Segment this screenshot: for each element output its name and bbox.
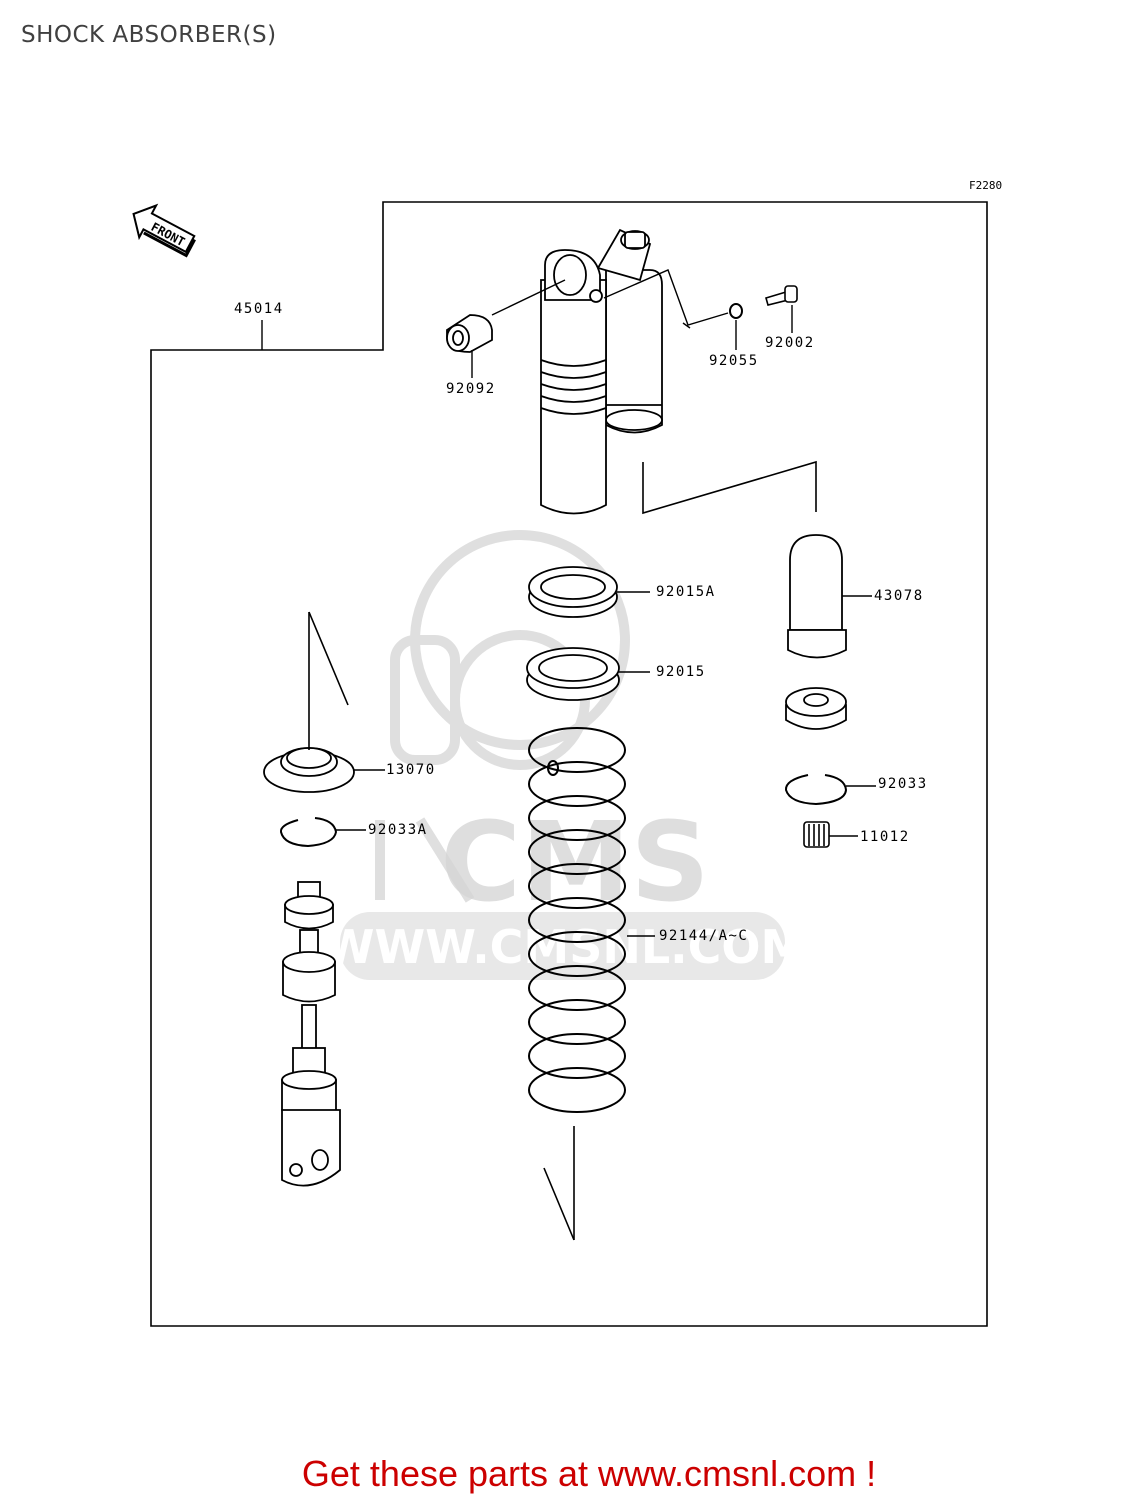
- part-label-circlip-a: 92033A: [368, 822, 428, 838]
- assembly-frame: [150, 201, 988, 1327]
- watermark-text: CMS WWW.CMSNL.COM: [324, 798, 807, 980]
- part-label-spring-seat: 13070: [386, 762, 436, 778]
- svg-text:WWW.CMSNL.COM: WWW.CMSNL.COM: [324, 920, 807, 974]
- figure-code: F2280: [969, 179, 1003, 192]
- spring-seat: [263, 747, 355, 793]
- damper-rod: [281, 881, 341, 1187]
- part-label-bladder: 43078: [874, 588, 924, 604]
- circlip: [784, 774, 848, 806]
- part-label-bushing: 11012: [860, 829, 910, 845]
- part-label-spring: 92144/A~C: [659, 928, 749, 944]
- part-label-assembly: 45014: [234, 301, 284, 317]
- page-title: SHOCK ABSORBER(S): [21, 22, 277, 48]
- part-label-nut-a: 92015A: [656, 584, 716, 600]
- part-label-washer: 92055: [709, 353, 759, 369]
- shock-body: [540, 279, 607, 515]
- part-label-circlip: 92033: [878, 776, 928, 792]
- circlip-a: [279, 817, 338, 848]
- lock-nut-a: [528, 566, 618, 618]
- footer-link[interactable]: Get these parts at www.cmsnl.com !: [0, 1453, 1146, 1495]
- bushing: [803, 821, 830, 848]
- washer: [729, 303, 743, 319]
- part-label-collar: 92092: [446, 381, 496, 397]
- spring: [528, 727, 626, 1113]
- reservoir-cap: [785, 687, 847, 730]
- footer-text[interactable]: Get these parts at www.cmsnl.com !: [301, 1453, 877, 1494]
- bolt: [765, 285, 798, 306]
- front-arrow-icon: FRONT: [132, 203, 196, 258]
- svg-text:CMS: CMS: [440, 798, 709, 926]
- reservoir-body: [605, 269, 663, 434]
- bladder: [787, 534, 847, 659]
- collar: [446, 314, 493, 353]
- part-label-nut: 92015: [656, 664, 706, 680]
- lock-nut: [526, 647, 620, 701]
- part-label-bolt: 92002: [765, 335, 815, 351]
